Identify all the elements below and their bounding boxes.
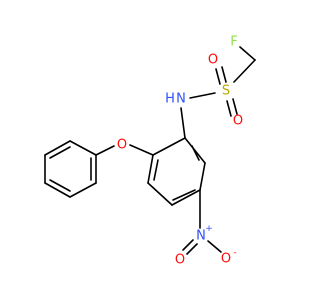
bond-ring-a-3 — [171, 189, 201, 206]
bond-ring-b-inner-2 — [49, 179, 71, 192]
bond-ring-b-2 — [44, 140, 71, 156]
molecule-canvas: F S O O H N O N + O O - — [44, 35, 256, 268]
bond-c-f — [239, 46, 256, 61]
bond-ring-a-inner-2 — [172, 189, 196, 201]
atom-nitrogen-amide: N — [176, 92, 186, 107]
molecule-structure: F S O O H N O N + O O - — [44, 35, 256, 268]
bond-ring-a-4 — [147, 182, 173, 206]
atom-oxygen-nitro-double: O — [175, 253, 185, 268]
bond-s-n — [189, 92, 216, 99]
bond-ring-b-1 — [69, 140, 97, 156]
bond-s-o-bottom-b — [232, 98, 238, 115]
bond-s-o-top-b — [221, 66, 227, 83]
bond-ring-b-5 — [69, 182, 97, 198]
bond-ring-b-4 — [44, 182, 71, 198]
bond-ring-a-5 — [147, 154, 154, 184]
bond-ring-b-inner-1 — [49, 146, 71, 159]
bond-n-o-double-a — [182, 239, 194, 251]
atom-hydrogen-amide: H — [165, 92, 175, 107]
bond-n-o-single — [207, 240, 222, 253]
bond-layer — [44, 46, 256, 255]
bond-n-o-double-b — [186, 243, 198, 255]
bond-ring-a-6 — [152, 137, 186, 156]
bond-c-s — [233, 59, 256, 83]
atom-oxygen-sulfonyl-bottom: O — [233, 114, 243, 129]
atom-layer: F S O O H N O N + O O - — [117, 35, 243, 268]
bond-n-c1 — [180, 107, 186, 139]
bond-ring-a-2 — [199, 162, 206, 191]
atom-oxygen-sulfonyl-top: O — [208, 53, 218, 68]
atom-oxygen-ether: O — [117, 138, 127, 153]
bond-ring-a-inner-1 — [191, 145, 200, 161]
atom-sulfur: S — [222, 84, 230, 99]
bond-s-o-bottom-a — [226, 100, 232, 117]
charge-nitro-plus: + — [205, 224, 213, 234]
atom-nitrogen-nitro: N — [196, 229, 206, 244]
bond-c-o-ether — [129, 144, 154, 156]
atom-oxygen-nitro-single: O — [221, 252, 231, 267]
bond-ring-a-inner-3 — [153, 159, 159, 181]
atom-fluorine: F — [230, 35, 237, 50]
bond-s-o-top-a — [215, 68, 221, 85]
bond-o-ether-ph — [95, 145, 115, 156]
charge-nitro-minus: - — [233, 248, 236, 258]
